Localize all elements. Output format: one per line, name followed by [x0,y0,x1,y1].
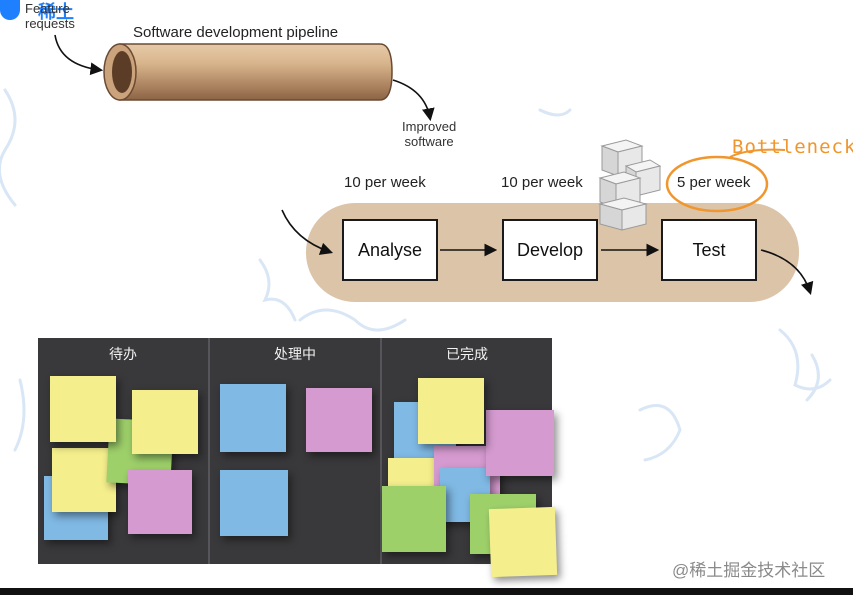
sticky-note [52,448,116,512]
kanban-board: 待办 处理中 已完成 [38,338,554,564]
bottom-bar [0,588,853,595]
sticky-note [50,376,116,442]
stage-develop: Develop [502,219,598,281]
rate-test: 5 per week [677,174,751,191]
brand-logo: 稀土 [0,0,100,22]
sticky-note [132,390,198,454]
pipeline-title: Software development pipeline [133,24,339,41]
sticky-note [488,506,558,578]
stage-test: Test [661,219,757,281]
column-todo: 待办 [38,338,208,564]
sticky-note [128,470,192,534]
column-in-progress: 处理中 [210,338,380,564]
shield-icon [0,0,20,20]
sticky-note [486,410,554,476]
stage-analyse: Analyse [342,219,438,281]
improved-software-line-2: software [404,134,454,149]
column-done: 已完成 [382,338,554,564]
rate-analyse: 10 per week [344,174,426,191]
feature-requests-line-2: requests [25,16,75,31]
rate-develop: 10 per week [501,174,583,191]
column-title-done: 已完成 [446,346,488,362]
improved-software-label: Improved software [402,119,456,149]
sticky-note [306,388,372,452]
sticky-note [220,470,288,536]
sticky-note [418,378,484,444]
logo-wordmark: 稀土 [38,2,74,22]
bottleneck-label: Bottleneck [732,136,853,158]
pipe-illustration [54,34,435,122]
watermark: @稀土掘金技术社区 [672,561,826,580]
column-title-in-progress: 处理中 [274,346,316,362]
column-title-todo: 待办 [109,346,137,362]
feature-requests-line-1: Feature [25,1,70,16]
sticky-note [382,486,446,552]
feature-requests-label: Feature requests [25,1,75,31]
improved-software-line-1: Improved [402,119,457,134]
boxes-icon [598,139,662,231]
sticky-note [220,384,286,452]
column-divider [380,338,382,564]
column-divider [208,338,210,564]
